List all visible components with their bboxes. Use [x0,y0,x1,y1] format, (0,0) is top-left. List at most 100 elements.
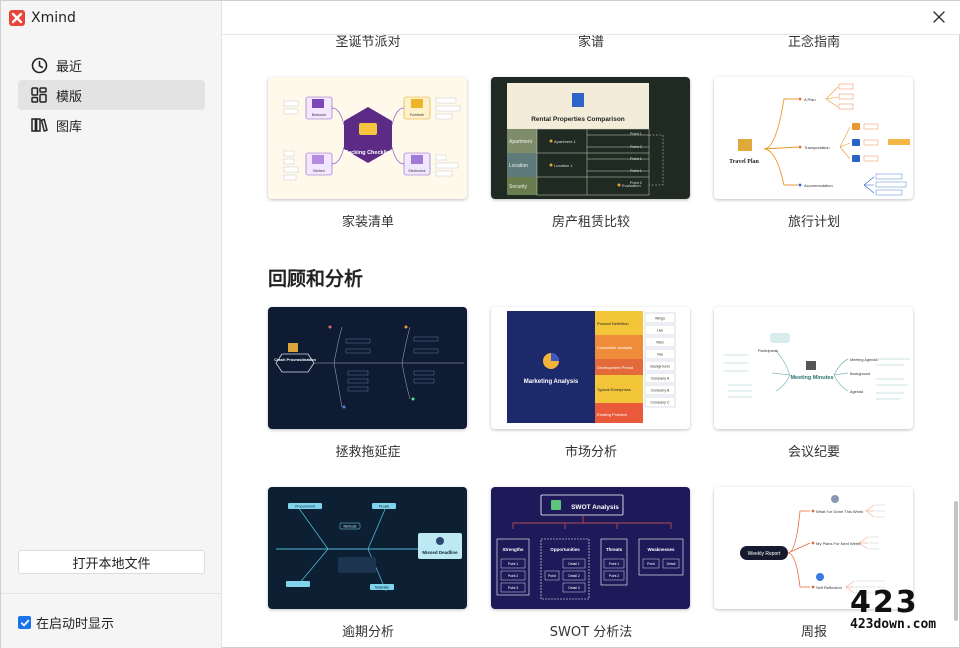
open-local-file-button[interactable]: 打开本地文件 [18,550,205,574]
thumb-node: Kitchen [313,169,325,173]
thumb-cell: Point [548,574,556,578]
close-button[interactable] [931,9,947,25]
thumb-cell: Background [650,365,669,369]
sidebar-item-library[interactable]: 图库 [18,110,205,140]
thumb-item: Evaluation [622,183,641,188]
top-bar [222,1,960,35]
thumb-node: Furniture [410,113,424,117]
thumb-row: Security [509,184,528,190]
thumb-node: What I've Done This Week [816,509,863,514]
thumb-title: Meeting Minutes [790,375,833,381]
template-label[interactable]: 家装清单 [341,215,394,230]
thumb-title: Rental Properties Comparison [531,116,625,123]
template-label[interactable]: 圣诞节派对 [335,35,401,50]
building-icon [572,93,584,107]
template-label[interactable]: 家谱 [577,35,604,50]
show-on-startup-checkbox[interactable] [18,616,31,629]
template-card-packing-checklist[interactable]: Packing Checklist Bedroom Furniture Kitc… [268,77,467,199]
template-card-swot[interactable]: SWOT Analysis Strengths Opportunities Th… [491,487,690,609]
thumb-point: Point 2 [630,181,642,185]
thumb-item: Existing Problem [597,412,628,417]
site-watermark: 423 423down.com [850,588,956,637]
template-gallery: 圣诞节派对 家谱 正念指南 Packing Checklist Bedroom … [222,1,960,648]
template-label[interactable]: SWOT 分析法 [549,625,633,640]
thumb-node: My Plans For Next Week [816,541,860,546]
scrollbar-thumb[interactable] [954,501,958,621]
thumb-node: Accommodation [804,183,833,188]
thumb-cell: Point 2 [508,574,519,578]
show-on-startup: 在启动时显示 [18,613,114,632]
thumb-column: Threats [606,547,623,552]
thumb-cell: Point 1 [609,562,620,566]
thumb-row: Location [509,163,528,169]
show-on-startup-label: 在启动时显示 [36,617,115,632]
clock-icon [30,56,48,74]
template-card-rental-comparison[interactable]: Rental Properties Comparison Apartment L… [491,77,690,199]
template-label[interactable]: 会议纪要 [787,445,840,460]
template-icon [30,86,48,104]
thumb-title: Packing Checklist [344,150,391,156]
thumb-title: SWOT Analysis [571,504,619,511]
thumb-cell: Point 3 [508,586,519,590]
sidebar-item-label: 图库 [56,119,83,135]
thumb-item: Product Definition [597,321,629,326]
thumb-cell: Company C [651,401,670,405]
template-label[interactable]: 旅行计划 [787,215,840,230]
template-label[interactable]: 周报 [800,625,827,640]
sidebar: Xmind 最近 模版 图库 打开本地文件 [1,1,222,648]
template-label[interactable]: 逾期分析 [341,625,394,640]
sidebar-item-label: 模版 [56,89,83,105]
thumb-node: People [379,505,390,509]
thumb-title: Travel Plan [729,159,759,165]
thumb-node: Bedroom [312,113,326,117]
thumb-cell: Point [647,562,655,566]
thumb-item: Typical Enterprises [597,387,631,392]
sidebar-nav: 最近 模版 图库 [18,50,205,140]
svg-text:Participants: Participants [758,349,778,353]
template-card-meeting-minutes[interactable]: Meeting Minutes Participants Meeting Age… [714,307,913,429]
template-label[interactable]: 房产租赁比较 [551,215,630,230]
thumb-title: Weekly Report [748,551,781,557]
thumb-title: Crash Procrastination [274,357,316,362]
thumb-cell: Nia [657,353,662,357]
thumb-cell: Live [657,329,664,333]
template-label[interactable]: 市场分析 [564,445,617,460]
thumb-item: Apartment 1 [554,139,577,144]
thumb-item: Development Period [597,365,633,370]
thumb-cell: Company B [651,389,670,393]
thumb-cell: Wings [655,317,665,321]
sidebar-item-recent[interactable]: 最近 [18,50,205,80]
template-card-marketing-analysis[interactable]: Marketing Analysis Product Definition Co… [491,307,690,429]
close-icon [933,11,945,23]
template-card-missed-deadline[interactable]: Missed Deadline Procurement People Metho… [268,487,467,609]
thumb-node: Meeting Agenda [850,358,878,362]
template-label[interactable]: 正念指南 [787,35,840,50]
thumb-node: A Plan [804,97,816,102]
thumb-point: Point 1 [630,157,642,161]
meeting-icon [806,361,816,370]
thumb-title: Marketing Analysis [524,379,579,385]
template-card-weekly-report[interactable]: Weekly Report What I've Done This Week M… [714,487,913,609]
template-card-travel-plan[interactable]: Travel Plan A Plan Transportation Accomm… [714,77,913,199]
thumb-cell: Detail 3 [568,586,580,590]
template-label[interactable]: 拯救拖延症 [335,445,401,460]
thumb-cell: Detail 1 [568,562,580,566]
thumb-cell: Company A [651,377,670,381]
section-title-review-analysis: 回顾和分析 [268,268,364,290]
thumb-column: Weaknesses [648,547,675,552]
watermark-url: 423down.com [850,617,937,632]
sidebar-item-templates[interactable]: 模版 [18,80,205,110]
thumb-point: Point 2 [630,145,642,149]
thumb-title: Missed Deadline [422,550,458,555]
thumb-cell: Point 1 [508,562,519,566]
thumb-column: Strengths [502,547,523,552]
sidebar-item-label: 最近 [56,59,83,75]
app-title-bar: Xmind [9,8,76,28]
thumb-node: Materials [375,586,389,590]
template-card-procrastination[interactable]: Crash Procrastination [268,307,467,429]
thumb-column: Opportunities [550,547,580,552]
thumb-point: Point 1 [630,132,642,136]
thumb-item: Competitor Analysis [597,345,632,350]
xmind-logo-icon [9,10,25,26]
